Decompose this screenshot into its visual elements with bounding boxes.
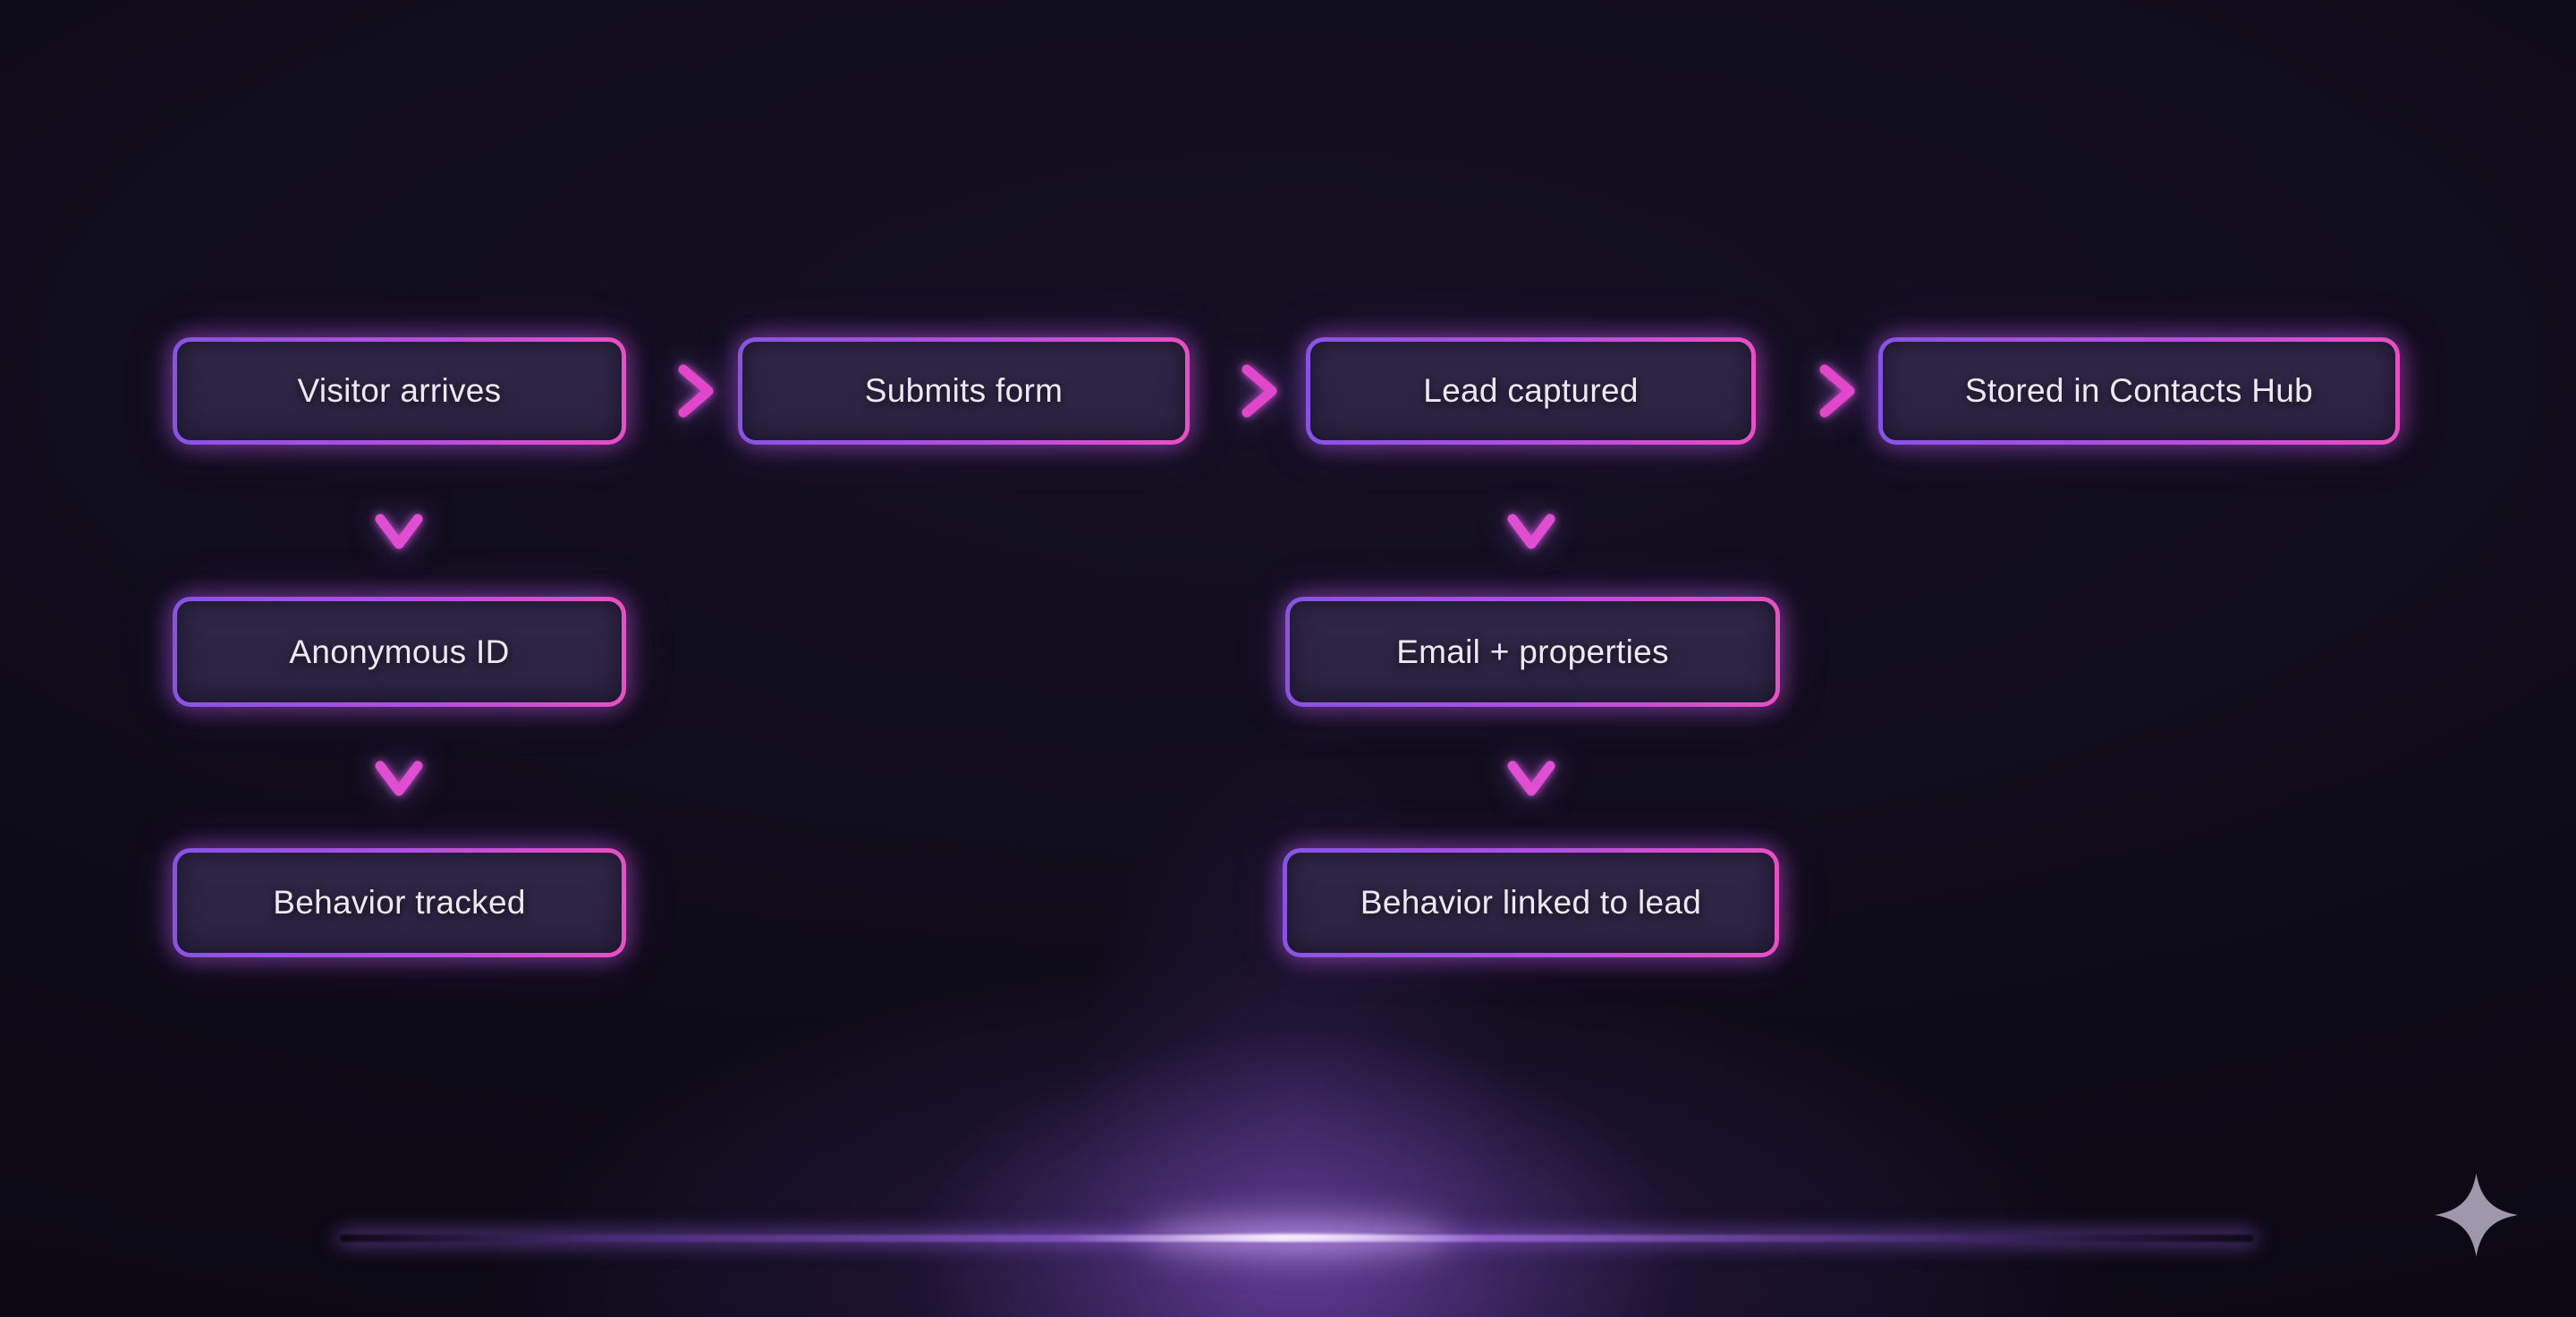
node-label: Visitor arrives <box>297 372 502 409</box>
node-surface: Anonymous ID <box>177 601 622 702</box>
node-lead-captured: Lead captured <box>1306 337 1756 445</box>
sparkle-icon <box>2434 1173 2519 1257</box>
bottom-glow-core <box>1154 1231 1440 1243</box>
node-label: Stored in Contacts Hub <box>1964 372 2314 409</box>
down-arrow-icon <box>375 471 423 549</box>
node-label: Behavior linked to lead <box>1360 884 1702 921</box>
down-arrow-icon <box>375 718 423 796</box>
node-surface: Stored in Contacts Hub <box>1883 342 2395 440</box>
node-label: Submits form <box>864 372 1063 409</box>
right-arrow-icon <box>1785 364 1855 418</box>
node-label: Anonymous ID <box>289 633 510 670</box>
right-arrow-icon <box>644 364 714 418</box>
node-surface: Email + properties <box>1290 601 1775 702</box>
node-behavior-linked-to-lead: Behavior linked to lead <box>1283 848 1779 957</box>
down-arrow-icon <box>1507 718 1555 796</box>
node-behavior-tracked: Behavior tracked <box>173 848 626 957</box>
down-arrow-icon <box>1507 471 1555 549</box>
node-surface: Behavior tracked <box>177 853 622 953</box>
node-submits-form: Submits form <box>738 337 1190 445</box>
node-anonymous-id: Anonymous ID <box>173 597 626 707</box>
node-label: Email + properties <box>1396 633 1669 670</box>
node-stored-in-contacts-hub: Stored in Contacts Hub <box>1878 337 2400 445</box>
node-surface: Visitor arrives <box>177 342 622 440</box>
node-label: Lead captured <box>1423 372 1639 409</box>
node-surface: Behavior linked to lead <box>1287 853 1775 953</box>
right-arrow-icon <box>1208 364 1277 418</box>
node-email-properties: Email + properties <box>1285 597 1780 707</box>
node-surface: Lead captured <box>1310 342 1751 440</box>
node-visitor-arrives: Visitor arrives <box>173 337 626 445</box>
node-label: Behavior tracked <box>273 884 526 921</box>
node-surface: Submits form <box>742 342 1185 440</box>
